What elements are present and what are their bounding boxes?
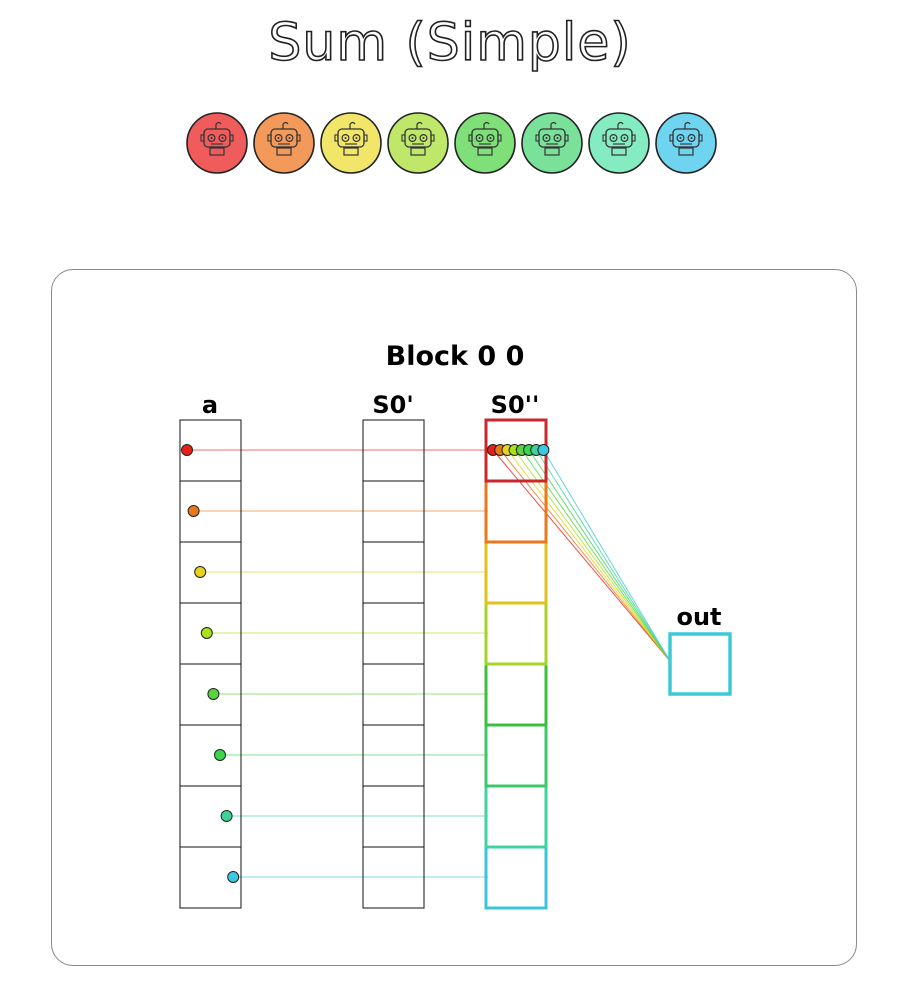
reduction-line: [542, 449, 671, 662]
reduced-dot: [537, 444, 550, 456]
reduction-line: [499, 449, 671, 662]
reduction-line: [535, 449, 671, 662]
thread-robot-icon: [186, 112, 248, 174]
array-s0pp-cell: [484, 540, 548, 605]
array-s0p-label: S0': [372, 391, 413, 419]
array-s0pp-cell: [484, 723, 548, 788]
thread-icons: [186, 112, 717, 174]
thread-dot: [214, 749, 226, 761]
thread-robot-icon: [387, 112, 449, 174]
element-dots: [181, 444, 550, 883]
thread-robot-icon: [655, 112, 717, 174]
thread-robot-icon: [320, 112, 382, 174]
array-a-cell: [179, 846, 242, 909]
reduction-line: [528, 449, 671, 662]
array-s0pp-cell: [484, 784, 548, 849]
thread-dot: [200, 627, 213, 639]
thread-dot: [227, 871, 240, 883]
block-panel: [51, 269, 857, 966]
thread-robot-icon: [521, 112, 583, 174]
block-title: Block 0 0: [386, 341, 525, 372]
thread-dot: [207, 688, 220, 700]
array-s0pp-label: S0'': [491, 391, 540, 419]
thread-dot: [194, 566, 207, 578]
array-s0pp-cell: [484, 662, 548, 727]
thread-robot-icon: [253, 112, 315, 174]
thread-dot: [181, 444, 193, 456]
thread-robot-icon: [454, 112, 516, 174]
array-s0pp-cell: [484, 845, 548, 910]
array-a-label: a: [202, 391, 218, 419]
thread-dot: [187, 505, 200, 517]
array-out-label: out: [676, 603, 721, 631]
thread-robot-icon: [588, 112, 650, 174]
connection-lines: [187, 449, 671, 878]
array-s0pp-cell: [484, 479, 548, 544]
array-s0pp-cell: [484, 601, 548, 666]
array-s0p-cell: [362, 846, 425, 909]
reduction-line: [514, 449, 671, 662]
page-title: Sum (Simple): [268, 12, 632, 74]
thread-dot: [220, 810, 233, 822]
array-out-cell: [668, 632, 732, 696]
reduction-line: [492, 449, 671, 662]
reduction-line: [507, 449, 671, 662]
array-cells: [179, 418, 732, 910]
